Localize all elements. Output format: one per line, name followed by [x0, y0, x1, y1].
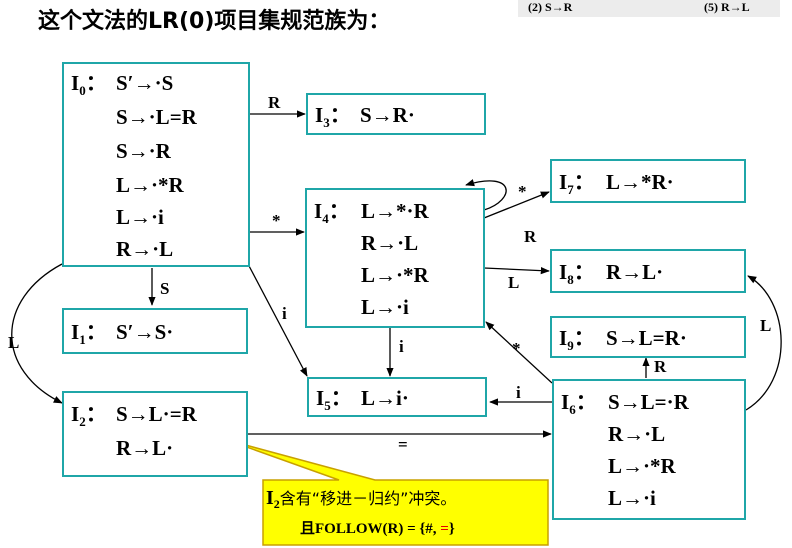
item: L→·i	[116, 205, 164, 229]
item: R→·L	[608, 422, 666, 446]
state-i0: I0： S′→·S S→·L=R S→·R L→·*R L→·i R→·L	[62, 62, 250, 267]
callout-bubble	[226, 439, 549, 546]
item: L→·*R	[116, 173, 184, 197]
callout-line-1: I2含有“移进－归约”冲突。	[266, 487, 457, 512]
edge-i0-i2	[11, 263, 63, 404]
edge-label-i0-i4: *	[272, 211, 281, 230]
edge-i6-i4	[485, 321, 553, 384]
state-i4-label: I4：	[314, 199, 350, 227]
edge-label-i6-i5: i	[516, 383, 521, 402]
state-i5-label: I5：	[316, 386, 352, 414]
item: S→·R	[116, 139, 171, 163]
state-i6-label: I6：	[561, 390, 597, 418]
state-i7-label: I7：	[559, 170, 595, 198]
item: S→·L=R	[116, 105, 197, 129]
item: S→L=·R	[608, 390, 689, 414]
item: L→i·	[361, 386, 409, 410]
item: S→L·=R	[116, 402, 197, 426]
callout-line-2: 且FOLLOW(R) = {#, =}	[300, 521, 455, 537]
edge-i4-i8	[483, 266, 550, 275]
edge-label-i6-i9: R	[654, 357, 667, 376]
grammar-strip: (2) S→R (5) R→L	[518, 0, 780, 17]
item: L→·*R	[608, 454, 676, 478]
item: R→L·	[606, 260, 664, 284]
item: L→*R·	[606, 170, 674, 194]
item: S→L=R·	[606, 326, 687, 350]
edge-label-i0-i2: L	[8, 333, 20, 352]
follow-equals-highlight: =	[440, 521, 449, 537]
edge-label-i6-i4: *	[512, 339, 521, 358]
item: L→·*R	[361, 263, 429, 287]
state-i3: I3： S→R·	[306, 93, 486, 135]
item: S→R·	[360, 103, 415, 127]
item: S′→·S	[116, 71, 174, 95]
grammar-rule-5: (5) R→L	[704, 0, 750, 14]
edge-label-i0-i5: i	[282, 304, 287, 323]
state-i4: I4： L→*·R R→·L L→·*R L→·i	[305, 188, 485, 328]
item: R→·L	[116, 237, 174, 261]
item: S′→S·	[116, 320, 174, 344]
item: L→*·R	[361, 199, 429, 223]
edge-label-i4-i5: i	[399, 337, 404, 356]
edge-label-i4-i8: L	[508, 273, 520, 292]
edge-label-i4-i7: R	[524, 227, 537, 246]
state-i9: I9： S→L=R·	[550, 316, 746, 358]
state-i7: I7： L→*R·	[550, 159, 746, 203]
item: R→·L	[361, 231, 419, 255]
edge-i6-i8	[745, 275, 782, 411]
state-i1: I1： S′→S·	[62, 308, 248, 354]
state-i0-label: I0：	[71, 71, 107, 99]
grammar-rule-2: (2) S→R	[528, 0, 573, 14]
state-i5: I5： L→i·	[307, 377, 487, 417]
item: L→·i	[361, 295, 409, 319]
state-i1-label: I1：	[71, 320, 107, 348]
item: L→·i	[608, 486, 656, 510]
edge-i4-i7	[483, 191, 550, 219]
edge-label-i6-i8: L	[760, 316, 772, 335]
state-i3-label: I3：	[315, 103, 351, 131]
state-i8: I8： R→L·	[550, 249, 746, 293]
edge-label-i2-i6: =	[398, 435, 408, 454]
edge-i4-self	[465, 179, 507, 211]
page-title: 这个文法的LR(0)项目集规范族为：	[38, 9, 391, 34]
edge-i0-i5	[247, 263, 308, 377]
edge-label-i4-self: *	[518, 182, 527, 201]
state-i6: I6： S→L=·R R→·L L→·*R L→·i	[552, 379, 746, 520]
item: R→L·	[116, 436, 174, 460]
state-i2-label: I2：	[71, 402, 107, 430]
edge-label-i0-i1: S	[160, 279, 170, 298]
edge-label-i0-i3: R	[268, 93, 281, 112]
state-i2: I2： S→L·=R R→L·	[62, 391, 248, 477]
state-i8-label: I8：	[559, 260, 595, 288]
state-i9-label: I9：	[559, 326, 595, 354]
